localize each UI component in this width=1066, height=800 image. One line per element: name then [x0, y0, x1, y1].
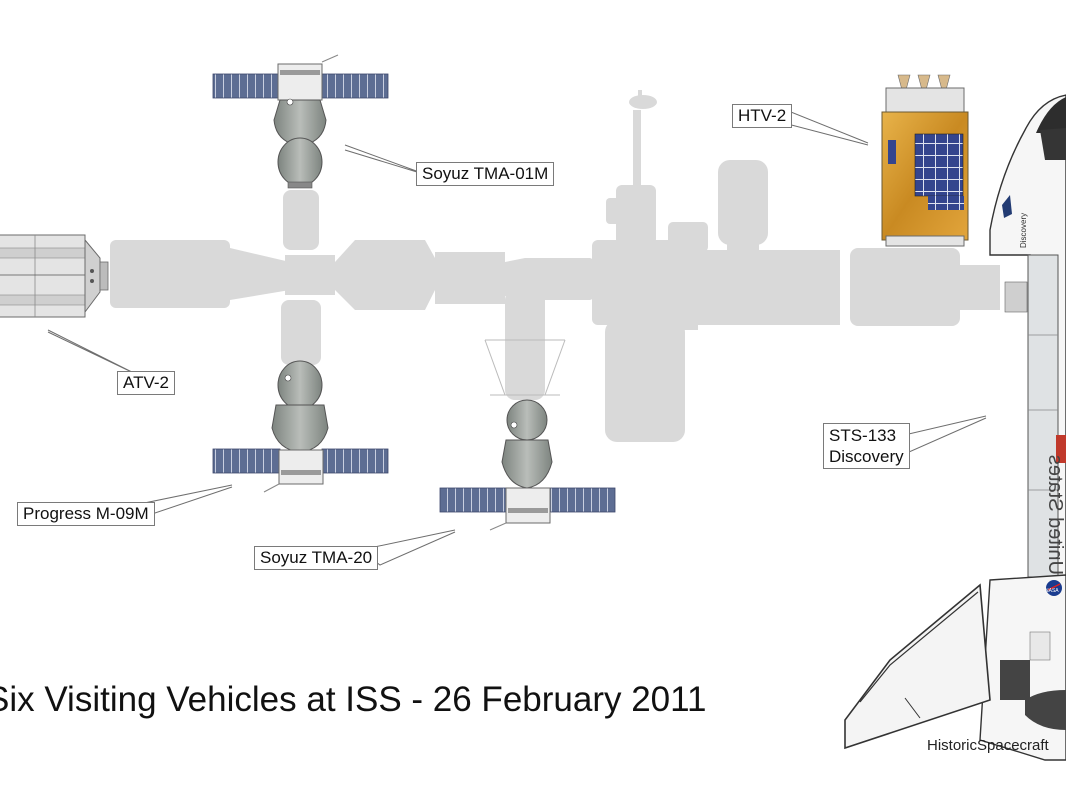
progress-m-09m-spacecraft	[212, 360, 389, 493]
label-sts-133-line2: Discovery	[829, 447, 904, 466]
label-htv-2-text: HTV-2	[738, 106, 787, 125]
leader-atv-2	[47, 329, 141, 377]
soyuz-tma-20-spacecraft	[439, 339, 616, 531]
label-soyuz-tma-20: Soyuz TMA-20	[254, 546, 379, 570]
soyuz-tma-01m-spacecraft	[212, 54, 389, 189]
label-atv-2-text: ATV-2	[123, 373, 169, 392]
diagram-title: Six Visiting Vehicles at ISS - 26 Februa…	[0, 680, 707, 719]
label-soyuz-tma-01m-text: Soyuz TMA-01M	[422, 164, 549, 183]
credit-text: HistoricSpacecraft	[927, 737, 1049, 754]
label-sts-133: STS-133 Discovery	[823, 423, 910, 469]
leader-htv-2	[779, 109, 869, 146]
space-shuttle-discovery	[844, 94, 1066, 761]
htv-2-spacecraft	[881, 74, 969, 247]
label-progress-m-09m-text: Progress M-09M	[23, 504, 149, 523]
label-soyuz-tma-20-text: Soyuz TMA-20	[260, 548, 373, 567]
label-atv-2: ATV-2	[117, 371, 175, 395]
shuttle-country-marking: United States	[1044, 455, 1066, 575]
shuttle-name-marking: Discovery	[1019, 213, 1028, 248]
label-htv-2: HTV-2	[732, 104, 793, 128]
label-sts-133-line1: STS-133	[829, 426, 897, 445]
label-soyuz-tma-01m: Soyuz TMA-01M	[416, 162, 555, 186]
nasa-logo-text: NASA	[1045, 588, 1059, 594]
label-progress-m-09m: Progress M-09M	[17, 502, 155, 526]
atv-2-spacecraft	[0, 234, 109, 318]
leader-sts-133	[899, 415, 987, 457]
iss-silhouette	[110, 90, 1000, 442]
